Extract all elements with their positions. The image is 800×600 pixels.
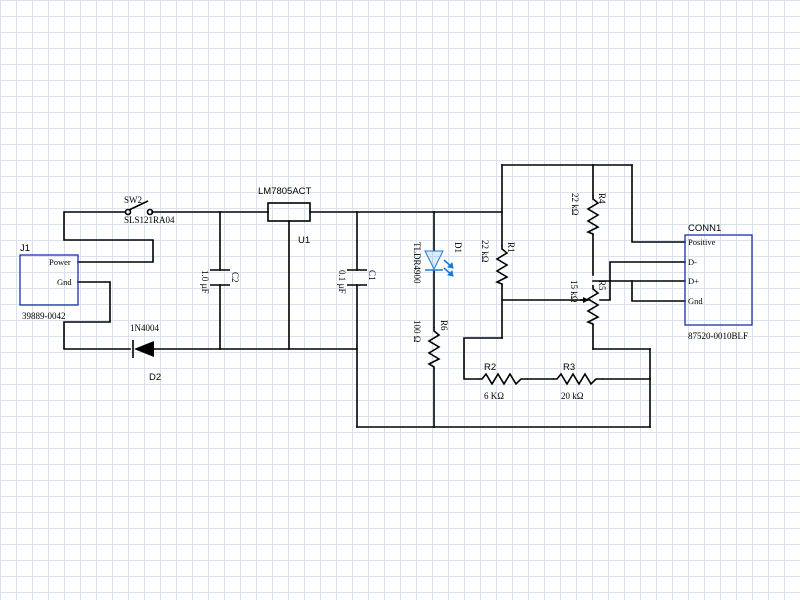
r4-value: 22 kΩ (570, 193, 580, 216)
r5-zigzag (586, 285, 600, 325)
c2-ref: C2 (230, 272, 240, 283)
u1-body (267, 202, 311, 222)
r1-ref: R1 (506, 242, 516, 253)
c1-ref: C1 (367, 270, 377, 281)
conn1-pin-d-plus: D+ (688, 276, 699, 286)
c1-capacitor[interactable]: C1 0.1 µF (337, 269, 377, 294)
d2-triangle (134, 341, 154, 357)
conn1-pin-gnd: Gnd (688, 296, 703, 306)
r4-ref: R4 (597, 193, 607, 204)
d1-triangle (424, 250, 444, 271)
r6-ref: R6 (439, 320, 449, 331)
r5-wiper-arrowhead (583, 297, 589, 303)
d1-led[interactable]: D1 TLDR4900 (412, 242, 463, 284)
conn1-connector[interactable]: CONN1 Positive D- D+ Gnd 87520-0010BLF (684, 223, 753, 341)
d2-diode[interactable]: 1N4004 D2 (130, 323, 161, 383)
d1-part-number: TLDR4900 (412, 242, 422, 284)
r6-value: 100 Ω (412, 320, 422, 343)
r3-ref: R3 (563, 362, 575, 373)
u1-ref: U1 (298, 235, 310, 246)
u1-regulator[interactable]: LM7805ACT U1 (258, 186, 312, 246)
u1-part-number: LM7805ACT (258, 186, 312, 197)
r5-ref: R5 (597, 280, 607, 291)
r3-resistor[interactable]: R3 20 kΩ (553, 362, 603, 401)
r1-resistor[interactable]: R1 22 kΩ (480, 240, 516, 285)
r4-zigzag (586, 195, 600, 235)
d1-arrowhead-2 (446, 269, 454, 277)
r2-value: 6 KΩ (484, 391, 504, 401)
r6-zigzag (427, 327, 441, 369)
d1-ref: D1 (453, 242, 463, 253)
sw2-contact-left (124, 208, 132, 216)
sw2-contact-right (146, 208, 154, 216)
sw2-ref: SW2 (124, 195, 142, 205)
c2-value: 1.0 µF (200, 270, 210, 294)
j1-connector[interactable]: J1 Power Gnd 39889-0042 (19, 243, 79, 321)
r1-zigzag (495, 245, 509, 285)
j1-pin-power: Power (49, 257, 71, 267)
conn1-pin-positive: Positive (688, 237, 716, 247)
r1-value: 22 kΩ (480, 240, 490, 263)
r2-zigzag (478, 372, 528, 386)
conn1-pin-d-minus: D- (688, 257, 697, 267)
r3-zigzag (553, 372, 603, 386)
j1-part-number: 39889-0042 (22, 311, 66, 321)
sw2-switch[interactable]: SW2 SLS121RA04 (124, 195, 175, 225)
conn1-ref: CONN1 (688, 223, 721, 234)
conn1-body (684, 234, 753, 326)
d2-ref: D2 (149, 372, 161, 383)
c2-capacitor[interactable]: C2 1.0 µF (200, 269, 240, 294)
j1-pin-gnd: Gnd (57, 277, 72, 287)
r3-value: 20 kΩ (561, 391, 584, 401)
r4-resistor[interactable]: R4 22 kΩ (570, 193, 607, 235)
sw2-lever (128, 200, 149, 211)
r5-value: 15 kΩ (569, 280, 579, 303)
d2-part-number: 1N4004 (130, 323, 159, 333)
conn1-part-number: 87520-0010BLF (688, 331, 748, 341)
c1-value: 0.1 µF (337, 270, 347, 294)
d1-arrowhead-1 (446, 261, 454, 269)
j1-body (19, 254, 79, 306)
r2-ref: R2 (484, 362, 496, 373)
sw2-part-number: SLS121RA04 (124, 215, 175, 225)
wires (63, 164, 686, 428)
j1-ref: J1 (20, 243, 30, 254)
r6-resistor[interactable]: R6 100 Ω (412, 320, 449, 369)
r5-potentiometer[interactable]: R5 15 kΩ (569, 280, 607, 325)
r2-resistor[interactable]: R2 6 KΩ (478, 362, 528, 401)
